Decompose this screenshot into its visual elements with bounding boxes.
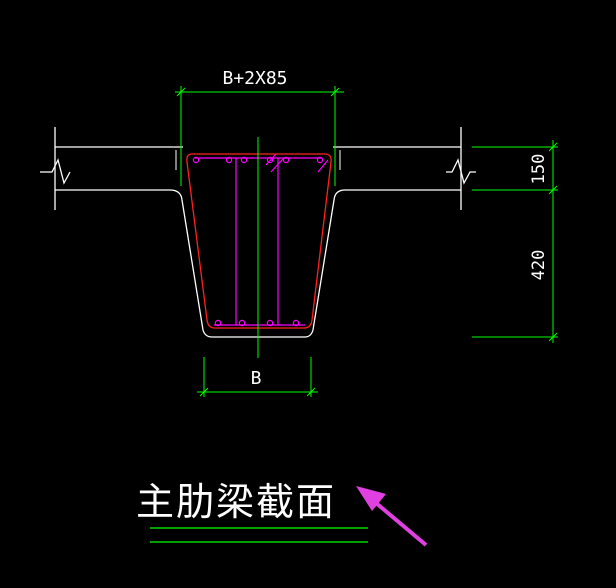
slab-outline	[40, 127, 476, 210]
dim-bottom-label: B	[251, 368, 262, 389]
dim-rib-label: 420	[529, 250, 549, 281]
drawing-title: 主肋梁截面	[136, 480, 336, 524]
rebar-dots	[192, 156, 324, 327]
dim-right	[472, 140, 558, 343]
dim-top-label: B+2X85	[222, 68, 287, 89]
dim-bottom	[197, 357, 318, 397]
dim-top	[175, 86, 344, 186]
dim-slab-label: 150	[529, 154, 549, 185]
haunch-marks	[175, 150, 341, 170]
rebar-cage	[186, 153, 332, 329]
title-underline	[150, 527, 368, 543]
stirrups	[195, 153, 329, 326]
pointer-arrow	[356, 486, 428, 547]
